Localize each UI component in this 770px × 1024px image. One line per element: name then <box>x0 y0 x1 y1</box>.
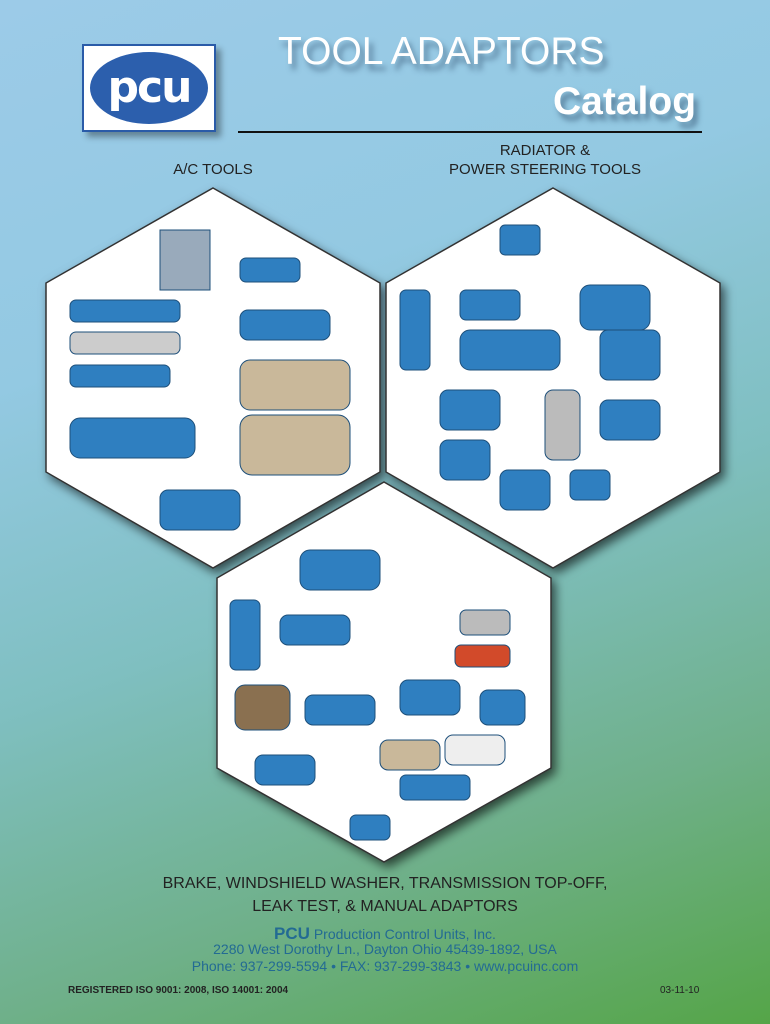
iso-registration: REGISTERED ISO 9001: 2008, ISO 14001: 20… <box>68 985 289 996</box>
title-divider <box>238 131 702 133</box>
company-address: 2280 West Dorothy Ln., Dayton Ohio 45439… <box>213 941 557 957</box>
category-radiator-line1: RADIATOR & <box>499 142 591 159</box>
category-ac-tools: A/C TOOLS <box>173 161 253 178</box>
product-images <box>69 224 661 841</box>
category-brake-line2: LEAK TEST, & MANUAL ADAPTORS <box>252 898 518 915</box>
category-radiator-line2: POWER STEERING TOOLS <box>449 161 641 178</box>
page-title: TOOL ADAPTORS <box>278 30 605 73</box>
company-full-name: Production Control Units, Inc. <box>313 926 496 942</box>
category-brake-tools: BRAKE, WINDSHIELD WASHER, TRANSMISSION T… <box>100 872 670 918</box>
company-brand: PCU <box>274 924 310 943</box>
radiator-tools-hexagon <box>385 187 721 569</box>
logo-text: pcu <box>90 52 208 124</box>
pcu-logo: pcu <box>82 44 216 132</box>
brake-tools-hexagon <box>216 481 552 863</box>
category-radiator-tools: RADIATOR & POWER STEERING TOOLS <box>430 141 660 179</box>
revision-date: 03-11-10 <box>660 985 700 996</box>
company-contact: Phone: 937-299-5594 • FAX: 937-299-3843 … <box>191 958 579 974</box>
category-brake-line1: BRAKE, WINDSHIELD WASHER, TRANSMISSION T… <box>162 875 608 892</box>
page-subtitle: Catalog <box>553 80 697 123</box>
company-name: PCU Production Control Units, Inc. <box>0 924 770 944</box>
